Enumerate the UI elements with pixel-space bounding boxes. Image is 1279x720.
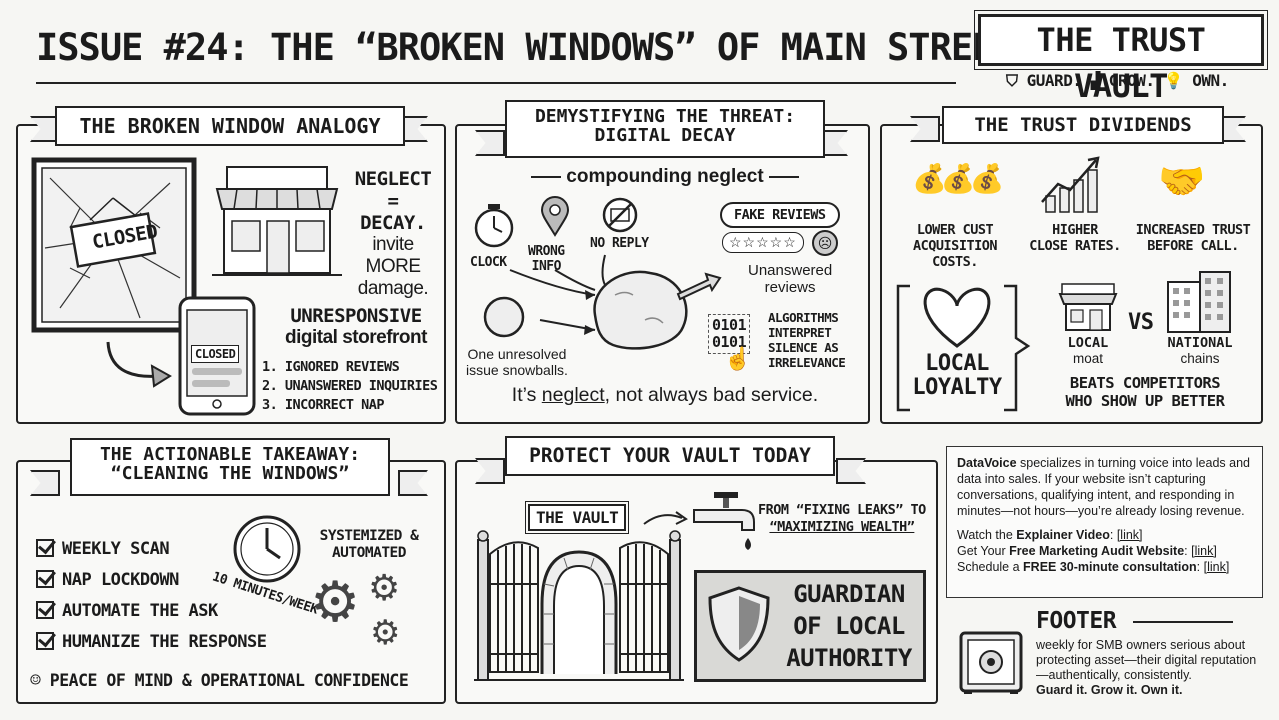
- marketing-audit-link[interactable]: [link]: [1191, 544, 1217, 558]
- dividends-title: THE TRUST DIVIDENDS: [942, 106, 1224, 144]
- loyalty-bracket: [896, 284, 1031, 412]
- binary-icon: 0101 0101: [708, 314, 751, 354]
- vault-sign: THE VAULT: [524, 501, 630, 534]
- fake-reviews-badge: FAKE REVIEWS: [720, 202, 840, 228]
- consultation-link[interactable]: [link]: [1203, 560, 1230, 574]
- takeaway-panel: [16, 460, 446, 704]
- no-reply-icon: [602, 197, 638, 233]
- storefront-icon: [212, 166, 342, 276]
- local-loyalty-label: LOCAL LOYALTY: [912, 351, 1002, 400]
- beats-competitors-label: BEATS COMPETITORS WHO SHOW UP BETTER: [1065, 374, 1225, 410]
- footer-title: FOOTER: [1036, 608, 1234, 634]
- bar-chart-icon: ▟: [1090, 71, 1101, 90]
- info-box: DataVoice specializes in turning voice i…: [946, 446, 1263, 598]
- safe-icon: [959, 631, 1023, 694]
- checklist-item: NAP LOCKDOWN: [36, 565, 266, 596]
- no-reply-label: NO REPLY: [590, 236, 649, 251]
- info-description: DataVoice specializes in turning voice i…: [957, 456, 1250, 518]
- shield-icon: ⛉: [1006, 71, 1018, 90]
- hand-pointer-icon: ☝: [724, 346, 752, 371]
- dividend-item-close-rates: HIGHER CLOSE RATES.: [1029, 222, 1121, 254]
- large-snowball: [593, 270, 688, 350]
- local-moat-label: LOCAL moat: [1067, 335, 1109, 367]
- checklist: WEEKLY SCAN NAP LOCKDOWN AUTOMATE THE AS…: [36, 534, 267, 658]
- arrows-to-snowball: [509, 254, 606, 335]
- page-title: ISSUE #24: THE “BROKEN WINDOWS” OF MAIN …: [36, 26, 1101, 69]
- peace-of-mind-label: ☺ PEACE OF MIND & OPERATIONAL CONFIDENCE: [30, 670, 409, 691]
- storefront-heading: UNRESPONSIVE digital storefront: [285, 305, 427, 348]
- checklist-item: WEEKLY SCAN: [36, 534, 266, 565]
- list-item: 1. IGNORED REVIEWS: [262, 359, 400, 375]
- broken-window-illustration: [31, 157, 197, 333]
- checkbox-checked-icon: [36, 539, 54, 557]
- lightbulb-icon: 💡: [1163, 71, 1184, 90]
- threat-subtitle: compounding neglect: [505, 166, 825, 188]
- list-item: 3. INCORRECT NAP: [262, 397, 385, 413]
- vault-title: PROTECT YOUR VAULT TODAY: [505, 436, 835, 476]
- threat-conclusion: It’s neglect, not always bad service.: [511, 384, 819, 406]
- person-icon: ☺: [30, 670, 41, 691]
- brand-box: THE TRUST VAULT: [974, 10, 1268, 105]
- map-pin-icon: [540, 196, 570, 237]
- small-snowball: [483, 296, 525, 338]
- footer-text: weekly for SMB owners serious about prot…: [1036, 638, 1257, 697]
- national-chains-label: NATIONAL chains: [1167, 335, 1233, 367]
- checkbox-checked-icon: [36, 632, 54, 650]
- right-arrow-icon: [676, 272, 722, 301]
- gears-icon: ⚙: [310, 570, 361, 633]
- info-link-row: Get Your Free Marketing Audit Website: […: [957, 544, 1217, 558]
- office-building-icon: [1167, 271, 1231, 333]
- wrong-info-label: WRONG INFO: [528, 244, 565, 274]
- local-shop-icon: [1058, 283, 1118, 331]
- explainer-video-link[interactable]: [link]: [1116, 528, 1143, 542]
- from-fixing-leaks: FROM “FIXING LEAKS” TO “MAXIMIZING WEALT…: [758, 502, 926, 535]
- growth-chart-icon: [1041, 156, 1100, 213]
- checklist-item: AUTOMATE THE ASK: [36, 596, 266, 627]
- info-link-row: Schedule a FREE 30-minute consultation: …: [957, 560, 1230, 574]
- angry-face-icon: ☹: [812, 230, 838, 256]
- title-underline: [36, 82, 956, 84]
- guardian-label: GUARDIAN OF LOCAL AUTHORITY: [786, 580, 912, 672]
- neglect-equation: NEGLECT = DECAY. invite MORE damage.: [354, 168, 432, 299]
- storefront-issue-list: 1. IGNORED REVIEWS 2. UNANSWERED INQUIRI…: [262, 358, 438, 415]
- dividend-item-trust: INCREASED TRUST BEFORE CALL.: [1135, 222, 1251, 254]
- vs-label: VS: [1128, 310, 1154, 335]
- unanswered-reviews-label: Unanswered reviews: [748, 262, 833, 296]
- gear-small-icon: ⚙: [368, 567, 401, 608]
- snowball-caption: One unresolved issue snowballs.: [466, 346, 568, 378]
- vault-gate-illustration: [474, 530, 684, 681]
- gear-small-icon: ⚙: [370, 614, 401, 652]
- systemized-label: SYSTEMIZED & AUTOMATED: [319, 528, 419, 561]
- phone-closed-sign: CLOSED: [191, 345, 240, 363]
- info-link-row: Watch the Explainer Video: [link]: [957, 528, 1143, 542]
- checkbox-checked-icon: [36, 570, 54, 588]
- dividend-item-cost: LOWER CUST ACQUISITION COSTS.: [913, 222, 997, 270]
- brand-name: THE TRUST VAULT: [1036, 21, 1206, 105]
- clock-label: CLOCK: [470, 255, 507, 270]
- star-rating: ☆☆☆☆☆: [722, 232, 804, 253]
- checklist-item: HUMANIZE THE RESPONSE: [36, 627, 267, 658]
- analogy-title: THE BROKEN WINDOW ANALOGY: [55, 106, 405, 146]
- money-bags-icon: 💰💰💰: [912, 163, 1005, 194]
- faucet-icon: [693, 492, 755, 550]
- list-item: 2. UNANSWERED INQUIRIES: [262, 378, 438, 394]
- shield-large-icon: [708, 586, 770, 662]
- curved-arrow-icon: [106, 341, 172, 388]
- threat-title: DEMYSTIFYING THE THREAT: DIGITAL DECAY: [505, 100, 825, 158]
- tagline: ⛉ GUARD. ▟ GROW. 💡 OWN.: [1006, 71, 1229, 90]
- wall-clock-icon: [233, 515, 301, 583]
- sign-arrow-icon: [643, 511, 688, 525]
- algorithms-label: ALGORITHMS INTERPRET SILENCE AS IRRELEVA…: [768, 310, 846, 370]
- threat-panel: [455, 124, 870, 424]
- handshake-icon: 🤝: [1158, 161, 1206, 203]
- takeaway-title: THE ACTIONABLE TAKEAWAY: “CLEANING THE W…: [70, 438, 390, 496]
- clock-icon: [474, 204, 514, 248]
- checkbox-checked-icon: [36, 601, 54, 619]
